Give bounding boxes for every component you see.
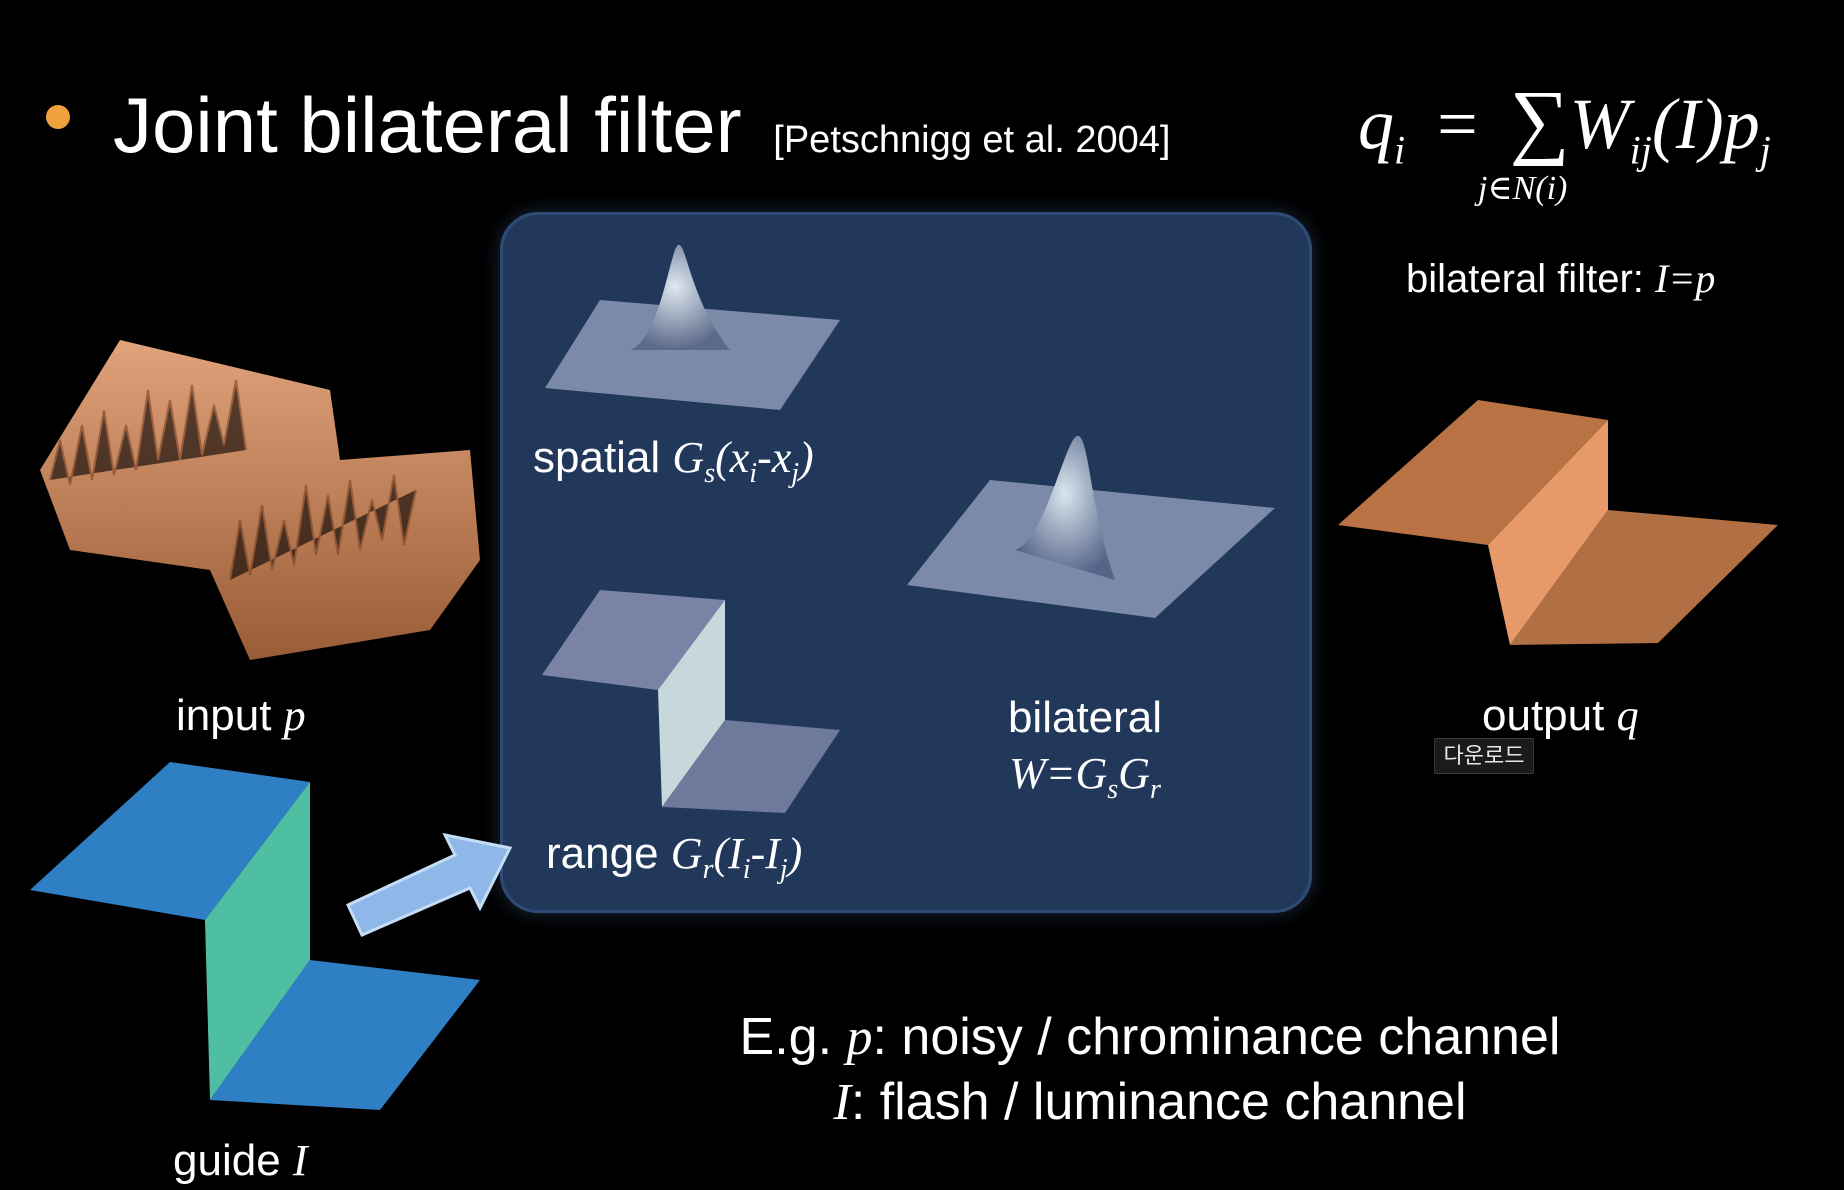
formula-p-sub: j bbox=[1759, 127, 1771, 173]
bilateral-g: G bbox=[1118, 749, 1150, 798]
download-button[interactable]: 다운로드 bbox=[1434, 738, 1534, 774]
range-g: G bbox=[670, 829, 703, 878]
formula-w: W bbox=[1569, 84, 1630, 164]
range-open: (I bbox=[713, 829, 743, 878]
output-label-text: output bbox=[1482, 691, 1605, 740]
bilateral-label: bilateral W=GsGr bbox=[1000, 690, 1170, 818]
bilateral-label-text: bilateral bbox=[1007, 693, 1163, 742]
output-surface-image bbox=[1338, 400, 1778, 645]
spatial-g-sub: s bbox=[704, 457, 716, 489]
spatial-i-sub: i bbox=[749, 457, 758, 489]
spatial-j-sub: j bbox=[791, 457, 800, 489]
bilateral-note-eq: I=p bbox=[1655, 256, 1716, 301]
range-g-sub: r bbox=[702, 853, 714, 885]
example-var-p: p bbox=[846, 1009, 873, 1066]
spatial-open: (x bbox=[715, 433, 750, 482]
citation: [Petschnigg et al. 2004] bbox=[773, 119, 1171, 161]
guide-label-text: guide bbox=[173, 1136, 281, 1185]
spatial-label-formula: Gs(xi-xj) bbox=[672, 433, 814, 489]
range-label-formula: Gr(Ii-Ij) bbox=[670, 829, 803, 885]
example-line-1-rest: : noisy / chrominance channel bbox=[872, 1008, 1561, 1066]
range-label: range Gr(Ii-Ij) bbox=[546, 828, 802, 886]
example-line-1: E.g. p: noisy / chrominance channel bbox=[600, 1005, 1700, 1070]
bullet-point bbox=[46, 105, 70, 129]
bilateral-w: W=G bbox=[1009, 749, 1108, 798]
guide-surface-image bbox=[30, 762, 480, 1110]
bilateral-kernel-image bbox=[907, 435, 1275, 618]
bilateral-r-sub: r bbox=[1149, 773, 1161, 805]
formula-q: q bbox=[1358, 84, 1394, 164]
formula-equals: = bbox=[1437, 84, 1478, 164]
guide-label: guide I bbox=[173, 1135, 308, 1186]
example-var-i: I bbox=[833, 1074, 851, 1131]
formula-middle: (I)p bbox=[1651, 84, 1760, 164]
formula-sum-range: j∈N(i) bbox=[1478, 170, 1568, 207]
title-text: Joint bilateral filter bbox=[113, 81, 742, 169]
range-i-sub: i bbox=[742, 853, 751, 885]
input-label-var: p bbox=[283, 691, 306, 740]
formula-w-sub: ij bbox=[1629, 127, 1652, 173]
arrow-icon bbox=[346, 832, 513, 937]
input-label: input p bbox=[176, 690, 306, 741]
formula-q-sub: i bbox=[1394, 127, 1406, 173]
range-close: ) bbox=[787, 829, 803, 878]
spatial-close: ) bbox=[799, 433, 814, 482]
range-label-text: range bbox=[546, 829, 659, 878]
bilateral-label-formula: W=GsGr bbox=[1000, 746, 1170, 818]
input-label-text: input bbox=[176, 691, 272, 740]
example-line-2-rest: : flash / luminance channel bbox=[850, 1073, 1467, 1131]
range-j-sub: j bbox=[779, 853, 788, 885]
example-text: E.g. p: noisy / chrominance channel I: f… bbox=[600, 1005, 1700, 1135]
spatial-label: spatial Gs(xi-xj) bbox=[533, 432, 814, 490]
example-prefix: E.g. bbox=[739, 1008, 833, 1066]
spatial-label-text: spatial bbox=[533, 433, 661, 482]
range-kernel-image bbox=[542, 590, 840, 813]
bilateral-s-sub: s bbox=[1107, 773, 1119, 805]
spatial-g: G bbox=[672, 433, 705, 482]
output-label-var: q bbox=[1616, 691, 1639, 740]
bilateral-note: bilateral filter: I=p bbox=[1406, 255, 1715, 302]
filter-formula: qi = ∑Wij(I)pj bbox=[1358, 72, 1771, 173]
input-surface-image bbox=[40, 340, 480, 660]
output-label: output q bbox=[1482, 690, 1639, 741]
slide-title: Joint bilateral filter [Petschnigg et al… bbox=[113, 80, 1170, 171]
formula-sum: ∑ bbox=[1509, 74, 1570, 167]
spatial-kernel-image bbox=[545, 244, 840, 410]
spatial-dash: -x bbox=[757, 433, 792, 482]
guide-label-var: I bbox=[292, 1136, 308, 1185]
bilateral-note-text: bilateral filter: bbox=[1406, 257, 1644, 301]
range-dash: -I bbox=[750, 829, 780, 878]
example-line-2: I: flash / luminance channel bbox=[600, 1070, 1700, 1135]
